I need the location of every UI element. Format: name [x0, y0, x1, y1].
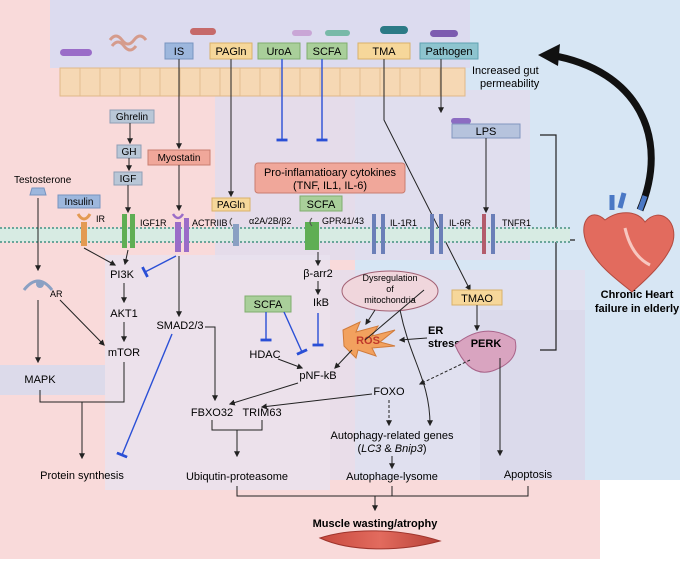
- protein-synthesis-label: Protein synthesis: [40, 470, 124, 482]
- scfa-label: SCFA: [313, 46, 342, 58]
- uroa-box: [257, 42, 301, 60]
- smad-label: SMAD2/3: [156, 320, 203, 332]
- apoptosis-label: Apoptosis: [504, 469, 553, 481]
- heart-line1: Chronic Heart: [601, 289, 674, 301]
- muscle-label: Muscle wasting/atrophy: [313, 518, 439, 530]
- ghrelin-box: [109, 109, 155, 124]
- pathogen-label: Pathogen: [425, 46, 472, 58]
- heart-feedback-arrowhead: [538, 44, 560, 66]
- mitochondria-icon: [341, 270, 439, 312]
- hdac-label: HDAC: [249, 349, 280, 361]
- mapk-label: MAPK: [24, 374, 56, 386]
- actriib-receptor-icon: [171, 213, 189, 252]
- permeability-label-2: permeability: [480, 78, 540, 90]
- insulin-box: [57, 194, 101, 209]
- gh-label: GH: [122, 147, 137, 158]
- perk-label: PERK: [471, 338, 502, 350]
- igf-label: IGF: [120, 174, 137, 185]
- igf1r-label: IGF1R: [140, 218, 167, 228]
- pagln-label: PAGln: [216, 46, 247, 58]
- cytokine-box: [254, 162, 406, 194]
- mito-line1: Dysregulation: [362, 273, 417, 283]
- lps-label: LPS: [476, 126, 497, 138]
- actriib-label: ACTRIIB: [192, 218, 228, 228]
- tma-label: TMA: [372, 46, 396, 58]
- fbxo32-label: FBXO32: [191, 407, 233, 419]
- ghrelin-label: Ghrelin: [116, 112, 148, 123]
- scfa-inner-box: [244, 295, 292, 313]
- autophage-label: Autophage-lysome: [346, 471, 438, 483]
- insulin-label: Insulin: [65, 197, 94, 208]
- testosterone-icon: [29, 187, 47, 196]
- tmao-label: TMAO: [461, 293, 493, 305]
- il1r1-receptor-icon: [372, 214, 385, 254]
- pagln-ligand-box: [211, 197, 251, 212]
- heart-icon: [583, 192, 675, 293]
- testosterone-label: Testosterone: [14, 175, 72, 186]
- cytokine-line1: Pro-inflamatioary cytokines: [264, 167, 397, 179]
- bacteria-icon: [325, 30, 350, 36]
- bacteria-icon: [108, 34, 148, 46]
- muscle-icon: [318, 530, 442, 550]
- il1r1-label: IL-1R1: [390, 218, 417, 228]
- is-label: IS: [174, 46, 184, 58]
- permeability-label-1: Increased gut: [472, 65, 539, 77]
- ar-label: AR: [50, 289, 63, 299]
- uroa-label: UroA: [266, 46, 292, 58]
- heart-feedback-arrow: [549, 51, 655, 212]
- tnfr1-receptor-icon: [482, 214, 495, 254]
- bacteria-icon: [451, 118, 471, 124]
- autophagy-line2: (LC3 & Bnip3): [357, 443, 426, 455]
- pagln-ligand-label: PAGln: [217, 200, 245, 211]
- pi3k-label: PI3K: [110, 269, 135, 281]
- mito-line3: mitochondria: [364, 295, 416, 305]
- mito-line2: of: [386, 284, 394, 294]
- ikb-label: IkB: [313, 297, 329, 309]
- mtor-label: mTOR: [108, 347, 140, 359]
- scfa-ligand-box: [299, 195, 343, 212]
- bacteria-icon: [60, 49, 92, 56]
- ir-receptor-icon: [76, 213, 92, 246]
- er-label-1: ER: [428, 325, 443, 337]
- foxo-label: FOXO: [373, 386, 405, 398]
- il6r-receptor-icon: [430, 214, 443, 254]
- mapk-panel: [0, 365, 105, 395]
- heart-line2: failure in elderly: [595, 303, 680, 315]
- igf1r-receptor-icon: [122, 214, 135, 248]
- akt1-label: AKT1: [110, 308, 138, 320]
- bacteria-icon: [292, 30, 312, 36]
- scfa-box: [306, 42, 348, 60]
- ir-label: IR: [96, 214, 106, 224]
- intestinal-epithelium: [59, 67, 466, 97]
- signal-panel-left: [105, 255, 330, 490]
- autophagy-line1: Autophagy-related genes: [331, 430, 454, 442]
- bacteria-icon: [430, 30, 458, 37]
- tnfr1-label: TNFR1: [502, 218, 531, 228]
- scfa-inner-label: SCFA: [254, 299, 283, 311]
- er-perk-icon: [454, 330, 517, 373]
- scfa-ligand-label: SCFA: [307, 199, 336, 211]
- cell-membrane: [0, 227, 570, 243]
- er-label-2: stress: [428, 338, 460, 350]
- adrenergic-label: α2A/2B/β2: [249, 216, 291, 226]
- myostatin-label: Myostatin: [158, 153, 201, 164]
- bacteria-icon: [190, 28, 216, 35]
- ubiquitin-label: Ubiqutin-proteasome: [186, 471, 288, 483]
- adrenergic-receptor-icon: [229, 217, 239, 246]
- pnfkb-label: pNF-kB: [299, 370, 336, 382]
- il6r-label: IL-6R: [449, 218, 472, 228]
- barr-label: β-arr2: [303, 268, 333, 280]
- gpr-receptor-icon: [305, 217, 319, 250]
- microbe-icons: [60, 26, 471, 124]
- bacteria-icon: [380, 26, 408, 34]
- ros-burst-icon: [342, 321, 396, 359]
- gpr-label: GPR41/43: [322, 216, 364, 226]
- trim63-label: TRIM63: [242, 407, 281, 419]
- ros-label: ROS: [356, 335, 380, 347]
- pathogen-box: [419, 42, 479, 60]
- cytokine-line2: (TNF, IL1, IL-6): [293, 180, 367, 192]
